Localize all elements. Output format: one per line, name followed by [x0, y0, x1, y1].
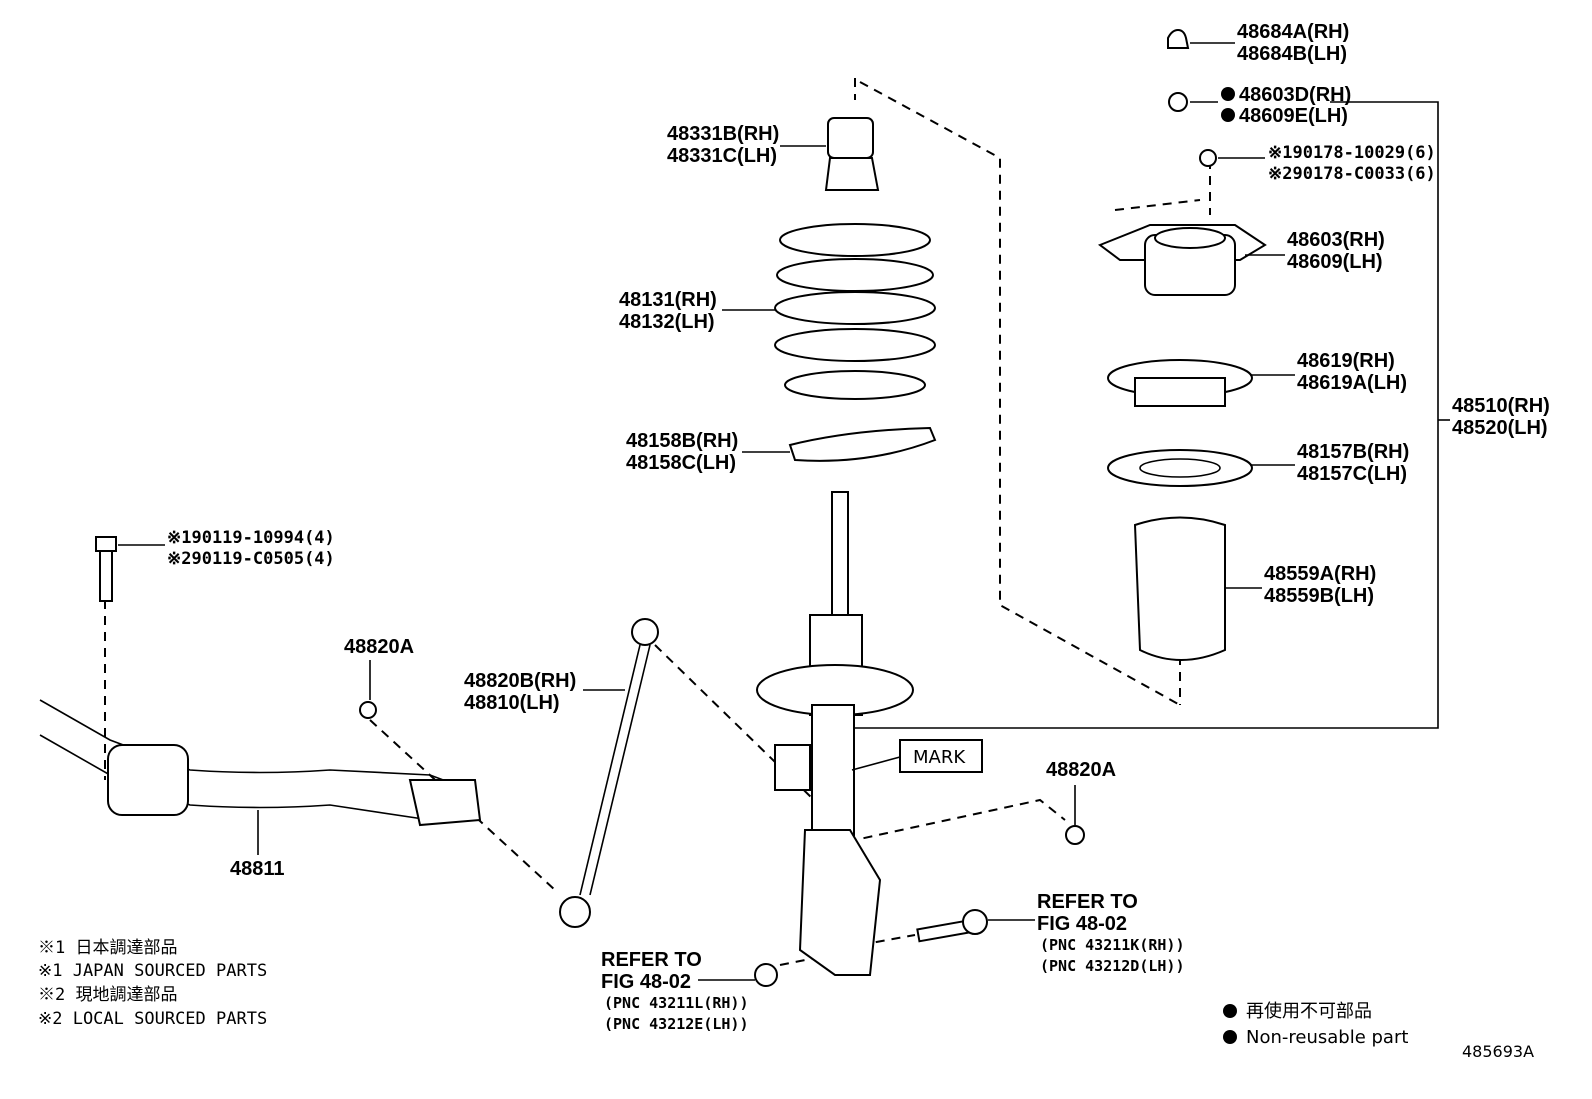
suspension-support-part[interactable]	[1097, 224, 1285, 296]
mount-nut-part[interactable]	[1199, 149, 1265, 167]
label-48810: 48810(LH)	[464, 692, 560, 714]
nut-cap-part[interactable]	[1167, 28, 1235, 49]
label-48609: 48609(LH)	[1287, 251, 1383, 273]
non-reusable-dot-icon	[1223, 1004, 1237, 1018]
label-48603: 48603(RH)	[1287, 229, 1385, 251]
stabilizer-link-part[interactable]	[559, 618, 659, 928]
strut-assy-bracket	[855, 101, 1439, 729]
stabilizer-bar-part[interactable]	[39, 699, 482, 855]
label-48619a: 48619A(LH)	[1297, 372, 1407, 394]
label-48559a: 48559A(RH)	[1264, 563, 1376, 585]
note-japan-en: ※1 JAPAN SOURCED PARTS	[38, 961, 267, 981]
refer-left-line2: FIG 48-02	[601, 971, 691, 993]
label-190119: ※190119-10994(4)	[167, 528, 335, 548]
label-48820b: 48820B(RH)	[464, 670, 576, 692]
refer-right-pnc-lh: (PNC 43212D(LH))	[1040, 957, 1185, 975]
shock-absorber-part[interactable]	[756, 491, 914, 976]
refer-left-pnc-rh: (PNC 43211L(RH))	[604, 994, 749, 1012]
coil-spring-part[interactable]	[722, 223, 936, 400]
label-48603d: 48603D(RH)	[1239, 84, 1351, 106]
label-48684b: 48684B(LH)	[1237, 43, 1347, 65]
legend: 再使用不可部品 Non-reusable part	[1223, 1001, 1408, 1048]
stabilizer-nut-left-part[interactable]	[359, 660, 377, 719]
mark-box: MARK	[899, 739, 983, 773]
mark-label: MARK	[913, 747, 966, 768]
legend-en: Non-reusable part	[1246, 1027, 1408, 1048]
label-48510: 48510(RH)	[1452, 395, 1550, 417]
label-190178: ※190178-10029(6)	[1268, 143, 1436, 163]
note-japan-jp: ※1 日本調達部品	[38, 938, 177, 958]
strut-bolt-part[interactable]	[916, 909, 1035, 943]
note-local-jp: ※2 現地調達部品	[38, 985, 177, 1005]
label-48820a-right: 48820A	[1046, 759, 1116, 781]
label-48157c: 48157C(LH)	[1297, 463, 1407, 485]
assembly-dashed-outline	[104, 78, 1211, 966]
refer-right-line2: FIG 48-02	[1037, 913, 1127, 935]
refer-right-pnc-rh: (PNC 43211K(RH))	[1040, 936, 1185, 954]
sourcing-notes: ※1 日本調達部品 ※1 JAPAN SOURCED PARTS ※2 現地調達…	[38, 938, 267, 1029]
label-290178: ※290178-C0033(6)	[1268, 164, 1436, 184]
label-48331b: 48331B(RH)	[667, 123, 779, 145]
bushing-bolt-part[interactable]	[95, 536, 165, 602]
non-reusable-dot-icon	[1223, 1030, 1237, 1044]
diagram-id: 485693A	[1462, 1042, 1534, 1061]
label-48331c: 48331C(LH)	[667, 145, 777, 167]
label-48157b: 48157B(RH)	[1297, 441, 1409, 463]
refer-right-line1: REFER TO	[1037, 891, 1138, 913]
label-48158b: 48158B(RH)	[626, 430, 738, 452]
label-290119: ※290119-C0505(4)	[167, 549, 335, 569]
bump-stopper-part[interactable]	[780, 117, 880, 191]
label-48684a: 48684A(RH)	[1237, 21, 1349, 43]
upper-insulator-part[interactable]	[1107, 449, 1295, 487]
strut-nut-part[interactable]	[698, 963, 778, 987]
label-48132: 48132(LH)	[619, 311, 715, 333]
refer-left-pnc-lh: (PNC 43212E(LH))	[604, 1015, 749, 1033]
bellows-boot-part[interactable]	[1133, 516, 1262, 661]
label-48820a-left: 48820A	[344, 636, 414, 658]
note-local-en: ※2 LOCAL SOURCED PARTS	[38, 1009, 267, 1029]
lower-insulator-part[interactable]	[742, 426, 937, 462]
stabilizer-nut-right-part[interactable]	[1065, 785, 1085, 845]
label-48619: 48619(RH)	[1297, 350, 1395, 372]
upper-spring-seat-part[interactable]	[1107, 359, 1295, 407]
label-48609e: 48609E(LH)	[1239, 105, 1348, 127]
label-48559b: 48559B(LH)	[1264, 585, 1374, 607]
top-nut-part[interactable]	[1168, 92, 1218, 112]
label-48520: 48520(LH)	[1452, 417, 1548, 439]
part-labels: 48684A(RH) 48684B(LH) 48603D(RH) 48609E(…	[167, 21, 1550, 1033]
non-reusable-dot-icon	[1221, 87, 1235, 101]
refer-left-line1: REFER TO	[601, 949, 702, 971]
non-reusable-dot-icon	[1221, 108, 1235, 122]
label-48811: 48811	[230, 858, 285, 880]
legend-jp: 再使用不可部品	[1246, 1001, 1372, 1022]
label-48131: 48131(RH)	[619, 289, 717, 311]
label-48158c: 48158C(LH)	[626, 452, 736, 474]
